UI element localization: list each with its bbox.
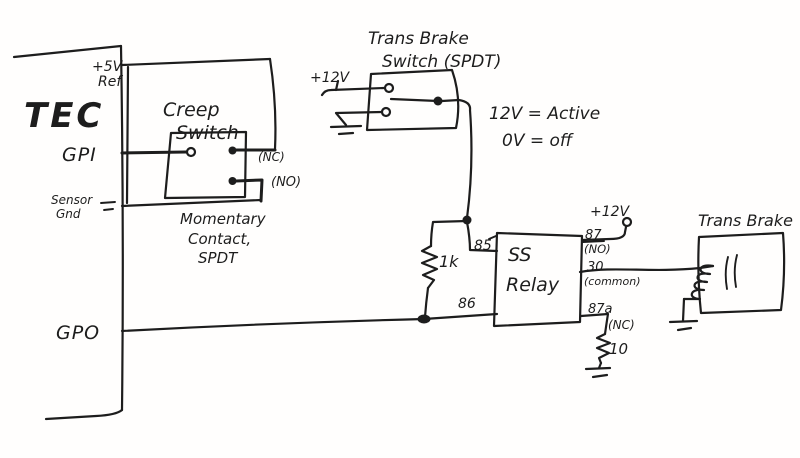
trans-brake-gnd-lead — [681, 297, 686, 323]
trans-brake-coil — [682, 264, 715, 301]
relay-87-label: 87 — [585, 228, 602, 243]
supply-12v-tick — [334, 79, 340, 92]
relay-87a-label: 87a — [588, 302, 613, 317]
ground-icon-r10 — [584, 366, 612, 379]
relay-85-tick — [488, 235, 497, 240]
r1k-resistor — [420, 244, 439, 290]
brake-switch-title-1: Trans Brake — [368, 29, 469, 49]
r1k-bottom-link — [423, 286, 430, 319]
creep-type-3: SPDT — [198, 249, 239, 267]
r10-label: 10 — [609, 340, 628, 358]
creep-no-wire — [234, 178, 264, 203]
tec-pin-sensor-label-2: Gnd — [56, 207, 81, 221]
creep-type-1: Momentary — [180, 210, 267, 228]
brake-switch-box — [365, 68, 460, 132]
creep-outer-right-wire — [268, 57, 277, 151]
relay-86-label: 86 — [458, 296, 476, 312]
relay-85-label: 85 — [474, 238, 492, 254]
brake-switch-title-2: Switch (SPDT) — [382, 52, 501, 72]
creep-no-contact-dot — [228, 177, 237, 185]
trans-brake-title: Trans Brake — [698, 211, 793, 230]
tec-pin-sensor-label-1: Sensor — [51, 193, 93, 207]
brake-switch-supply-label: +12V — [310, 70, 351, 86]
tec-box-bottom — [44, 408, 124, 421]
tec-pin-5v-label-2: Ref — [98, 74, 123, 90]
creep-nc-label: (NC) — [258, 150, 285, 164]
relay-87-wire — [580, 225, 628, 242]
relay-87-type-label: (NO) — [584, 242, 611, 256]
creep-nc-contact-dot — [228, 146, 237, 155]
sensor-gnd-wire — [120, 198, 263, 208]
gpo-wire — [120, 317, 426, 333]
creep-inner-box — [163, 130, 248, 200]
brake-switch-bottom-contact — [380, 106, 392, 118]
creep-pole-contact — [185, 146, 197, 158]
relay-30-type-label: (common) — [584, 275, 641, 288]
creep-type-2: Contact, — [188, 230, 251, 248]
note-line-1: 12V = Active — [489, 104, 600, 124]
tec-pin-gpi-label: GPI — [62, 144, 97, 166]
r10-resistor — [595, 332, 612, 365]
relay-30-label: 30 — [587, 260, 604, 275]
gpi-wire — [120, 150, 188, 155]
trans-brake-box — [697, 231, 786, 315]
relay-85-wire — [465, 220, 499, 253]
relay-title-2: Relay — [506, 274, 560, 296]
relay-87a-type-label: (NC) — [608, 318, 635, 332]
ground-icon-trans-brake — [668, 319, 699, 332]
creep-title-2: Switch — [176, 122, 239, 144]
brake-switch-gnd-wire — [334, 110, 384, 127]
r1k-label: 1k — [439, 252, 459, 271]
tec-pin-5v-label-1: +5V — [92, 59, 124, 75]
tec-box-top — [12, 44, 123, 59]
brake-switch-pole-dot — [433, 96, 443, 106]
brake-switch-pole-arm — [389, 97, 440, 103]
r1k-top-link — [429, 219, 469, 248]
creep-5v-wire — [120, 57, 272, 67]
relay-title-1: SS — [508, 244, 531, 266]
note-line-2: 0V = off — [502, 131, 574, 151]
relay-87-supply-label: +12V — [590, 204, 631, 220]
sensor-ground-icon — [100, 201, 116, 211]
ground-icon-switch — [329, 124, 363, 136]
relay-87-supply-terminal — [621, 216, 633, 228]
creep-no-label: (NO) — [271, 175, 301, 190]
brake-switch-top-contact — [383, 82, 395, 94]
relay-box — [492, 231, 584, 328]
trans-brake-core-lines — [724, 254, 738, 290]
brake-switch-common-wire — [440, 98, 473, 220]
relay-87a-wire — [579, 312, 610, 336]
relay-30-wire — [578, 264, 715, 274]
creep-outer-left-edge — [125, 65, 130, 205]
tec-label: TEC — [24, 96, 104, 136]
r10-gnd-lead — [597, 361, 603, 370]
relay-87-underline — [582, 240, 605, 243]
tec-pin-gpo-label: GPO — [56, 322, 100, 344]
supply-12v-wire — [320, 86, 386, 97]
creep-title-1: Creep — [163, 99, 220, 121]
relay-86-wire — [422, 312, 499, 321]
tec-box-right — [119, 44, 124, 412]
